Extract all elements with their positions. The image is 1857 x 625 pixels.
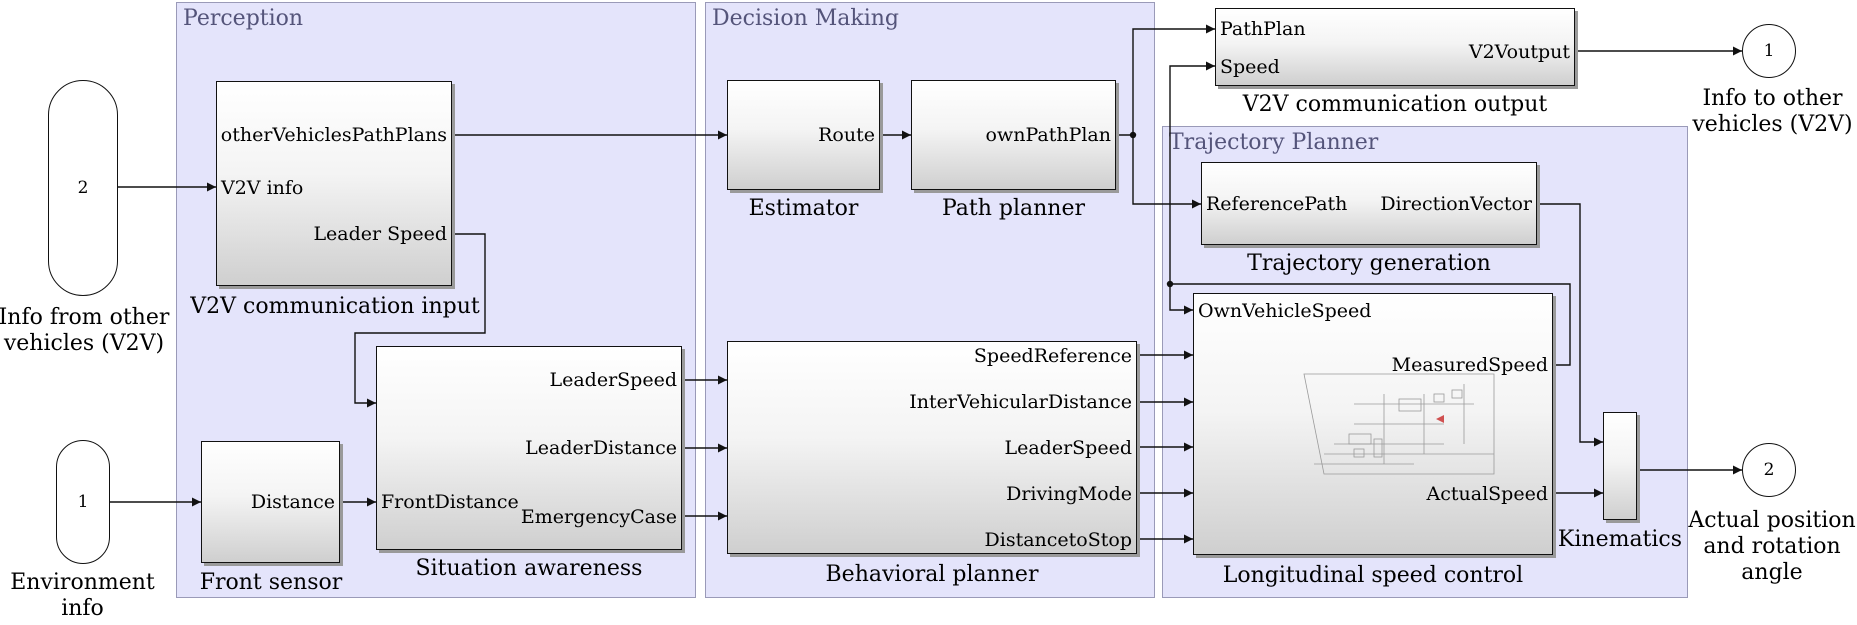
wire-leader-speed <box>354 233 486 408</box>
junction-plan <box>1129 131 1137 139</box>
v2v-input-label: V2V communication input <box>190 294 480 319</box>
port-route: Route <box>818 124 875 146</box>
front-sensor-label: Front sensor <box>199 570 343 595</box>
trajectory-gen-block[interactable]: ReferencePath DirectionVector <box>1201 162 1537 245</box>
port-own-path-plan: ownPathPlan <box>985 124 1112 146</box>
port-own-vehicle-speed: OwnVehicleSpeed <box>1198 300 1372 322</box>
outport-position-number: 2 <box>1763 460 1775 480</box>
path-planner-block[interactable]: ownPathPlan <box>911 80 1116 190</box>
inport-v2v-label-text: Info from other vehicles (V2V) <box>0 305 170 356</box>
inport-v2v[interactable]: 2 <box>48 80 118 296</box>
outport-position-label: Actual position and rotation angle <box>1688 508 1856 586</box>
port-sa-leader-distance: LeaderDistance <box>525 437 677 459</box>
situation-label: Situation awareness <box>415 556 643 581</box>
kinematics-block[interactable] <box>1603 412 1637 520</box>
perception-title: Perception <box>183 6 304 31</box>
port-bp-leader-speed: LeaderSpeed <box>1004 437 1132 459</box>
port-driving-mode: DrivingMode <box>1006 483 1132 505</box>
wire-plan-traj <box>1132 135 1201 209</box>
outport-v2v-label: Info to other vehicles (V2V) <box>1690 86 1855 138</box>
estimator-block[interactable]: Route <box>727 80 880 190</box>
inport-environment-label: Environment info <box>0 570 165 622</box>
v2v-input-block[interactable]: otherVehiclesPathPlans V2V info Leader S… <box>216 81 452 286</box>
port-speed-reference: SpeedReference <box>973 345 1132 367</box>
port-emergency-case: EmergencyCase <box>520 506 677 528</box>
behavioral-block[interactable]: SpeedReference InterVehicularDistance Le… <box>727 341 1137 554</box>
port-front-distance: FrontDistance <box>381 491 519 513</box>
port-v2v-output: V2Voutput <box>1468 41 1570 63</box>
port-actual-speed: ActualSpeed <box>1426 483 1548 505</box>
inport-v2v-number: 2 <box>77 178 89 198</box>
front-sensor-block[interactable]: Distance <box>201 441 340 563</box>
inport-environment[interactable]: 1 <box>56 440 110 564</box>
estimator-label: Estimator <box>748 196 859 221</box>
inner-model-thumbnail <box>1303 373 1495 475</box>
speed-control-block[interactable]: OwnVehicleSpeed MeasuredSpeed ActualSpee… <box>1193 293 1553 555</box>
port-distance-to-stop: DistancetoStop <box>984 529 1132 551</box>
decision-making-title: Decision Making <box>712 6 900 31</box>
trajectory-planner-title: Trajectory Planner <box>1169 130 1379 155</box>
inport-environment-label-text: Environment info <box>10 570 155 621</box>
port-speed: Speed <box>1220 56 1280 78</box>
inport-environment-number: 1 <box>77 492 89 512</box>
outport-position[interactable]: 2 <box>1742 443 1796 497</box>
speed-control-label: Longitudinal speed control <box>1222 563 1524 588</box>
port-reference-path: ReferencePath <box>1206 193 1348 215</box>
v2v-output-label: V2V communication output <box>1242 92 1548 117</box>
outport-v2v-number: 1 <box>1763 41 1775 61</box>
wire-measured <box>1170 283 1571 366</box>
v2v-output-block[interactable]: PathPlan Speed V2Voutput <box>1215 8 1575 86</box>
situation-block[interactable]: FrontDistance LeaderSpeed LeaderDistance… <box>376 346 682 550</box>
port-v2v-info: V2V info <box>221 177 304 199</box>
path-planner-label: Path planner <box>941 196 1086 221</box>
inport-v2v-label: Info from other vehicles (V2V) <box>0 305 174 357</box>
kinematics-label: Kinematics <box>1557 527 1683 552</box>
trajectory-gen-label: Trajectory generation <box>1247 251 1491 276</box>
wire-measured-speed <box>1169 61 1215 284</box>
behavioral-label: Behavioral planner <box>825 562 1039 587</box>
outport-v2v[interactable]: 1 <box>1742 24 1796 78</box>
port-distance: Distance <box>250 491 335 513</box>
port-direction-vector: DirectionVector <box>1380 193 1532 215</box>
port-measured-speed: MeasuredSpeed <box>1391 354 1548 376</box>
wire-plan-up <box>1132 24 1215 135</box>
port-other-paths: otherVehiclesPathPlans <box>220 124 447 146</box>
port-leader-speed: Leader Speed <box>313 223 447 245</box>
port-path-plan: PathPlan <box>1220 18 1306 40</box>
port-sa-leader-speed: LeaderSpeed <box>549 369 677 391</box>
outport-position-label-text: Actual position and rotation angle <box>1688 508 1856 585</box>
wire-direction <box>1537 203 1603 447</box>
port-intervehicular: InterVehicularDistance <box>909 391 1132 413</box>
junction-speed <box>1166 280 1174 288</box>
wire-measured-own <box>1169 284 1193 315</box>
outport-v2v-label-text: Info to other vehicles (V2V) <box>1692 86 1853 137</box>
